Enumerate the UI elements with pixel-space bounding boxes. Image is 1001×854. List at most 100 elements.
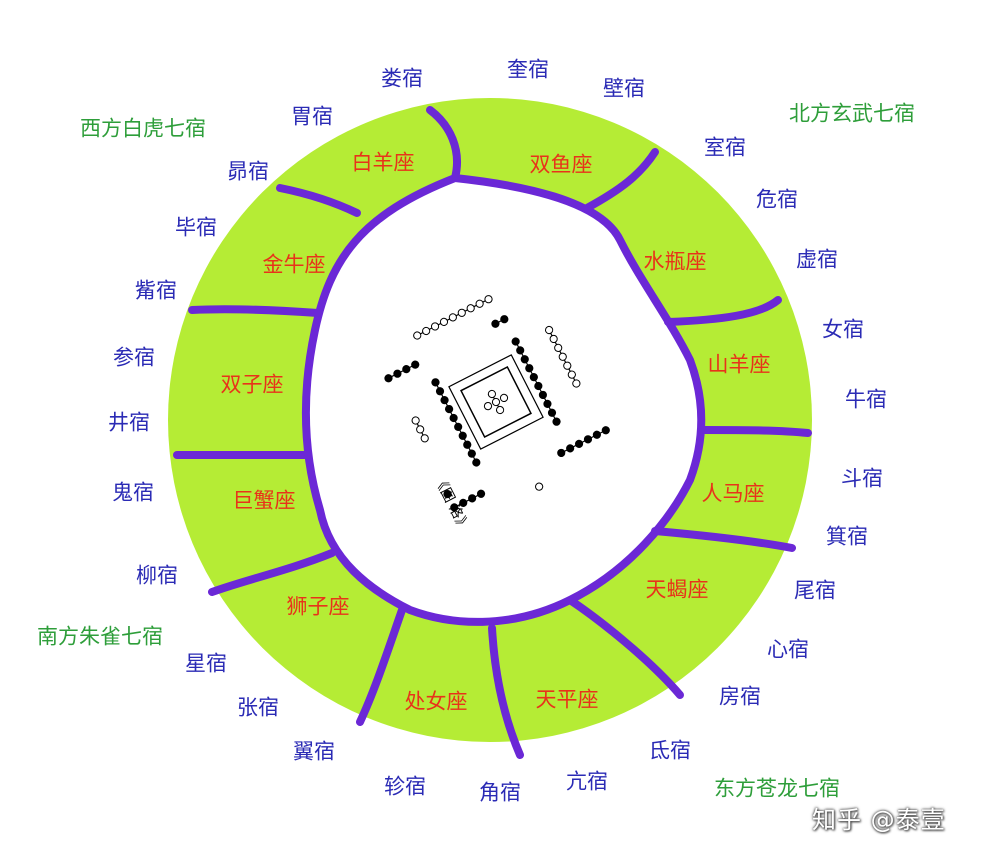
mansion-label: 房宿	[719, 684, 761, 709]
luoshu-dot	[384, 374, 393, 383]
luoshu-link	[388, 364, 416, 379]
luoshu-dot	[563, 361, 572, 370]
zodiac-label: 狮子座	[286, 594, 350, 619]
luoshu-dot	[454, 422, 463, 431]
boundary-line	[276, 184, 361, 217]
mansion-label: 女宿	[822, 317, 864, 342]
boundary-line	[188, 305, 322, 317]
luoshu-dot	[529, 373, 538, 382]
mansion-label: 毕宿	[175, 215, 217, 240]
luoshu-dot	[516, 346, 525, 355]
mansion-label: 危宿	[756, 187, 798, 212]
luoshu-dot	[511, 337, 520, 346]
mansion-label: 壁宿	[603, 76, 645, 101]
luoshu-dot	[411, 416, 420, 425]
luoshu-dot	[435, 387, 445, 396]
luoshu-dot	[574, 439, 584, 448]
luoshu-dot	[567, 370, 576, 379]
mansion-label: 心宿	[767, 637, 809, 662]
mansion-label: 氐宿	[649, 738, 691, 763]
luoshu-dot	[487, 389, 497, 399]
luoshu-dots	[384, 295, 610, 512]
mansion-label: 参宿	[113, 345, 155, 370]
luoshu-dot	[558, 352, 567, 361]
luoshu-link	[454, 493, 482, 508]
luoshu-dot	[450, 503, 459, 512]
luoshu-dot	[457, 308, 466, 317]
boundary-line	[651, 527, 796, 552]
zodiac-label: 水瓶座	[643, 249, 707, 274]
quadrant-south-label: 南方朱雀七宿	[37, 624, 163, 649]
luoshu-dot	[543, 399, 552, 408]
mansion-label: 室宿	[704, 135, 746, 160]
boundary-line	[208, 549, 336, 596]
boundary-line	[699, 426, 812, 437]
luoshu-dot	[547, 408, 557, 417]
zodiac-label: 金牛座	[262, 252, 326, 277]
luoshu-outer-box	[448, 354, 544, 450]
luoshu-dot	[411, 360, 420, 369]
luoshu-dot	[459, 498, 468, 507]
mansion-label: 箕宿	[826, 524, 868, 549]
luoshu-link	[434, 382, 477, 463]
mansion-label: 柳宿	[136, 563, 178, 588]
mansion-label: 星宿	[185, 651, 227, 676]
luoshu-dot	[554, 343, 563, 352]
luoshu-dot	[491, 319, 500, 328]
mansion-label: 斗宿	[841, 466, 883, 491]
boundary-line	[356, 606, 406, 726]
luoshu-dot	[545, 325, 554, 335]
zodiac-label: 白羊座	[351, 150, 415, 175]
quadrant-north-label: 北方玄武七宿	[789, 101, 915, 126]
inner-boundary	[301, 174, 706, 626]
luoshu-dot	[449, 413, 458, 423]
boundary-line	[664, 296, 782, 326]
mansion-label: 尾宿	[794, 578, 836, 603]
mansion-label: 角宿	[479, 780, 521, 805]
luoshu-dot	[431, 378, 440, 387]
luoshu-dot	[495, 405, 505, 415]
luoshu-dot	[583, 435, 593, 444]
luoshu-dot	[439, 317, 449, 326]
luoshu-dot	[458, 431, 467, 440]
luoshu-inner-box	[460, 366, 532, 438]
luoshu-dot	[566, 444, 575, 453]
zodiac-boundaries	[173, 106, 812, 759]
luoshu-dot	[535, 482, 544, 491]
luoshu-dot	[491, 397, 501, 407]
luoshu-dot	[466, 304, 475, 313]
boundary-line	[426, 106, 462, 182]
luoshu-dot	[420, 434, 429, 443]
luoshu-dot	[413, 331, 422, 340]
zodiac-label: 天蝎座	[645, 577, 709, 602]
mansion-label: 奎宿	[507, 57, 549, 82]
mansion-label: 牛宿	[845, 387, 887, 412]
mansion-label: 胃宿	[291, 104, 333, 129]
luoshu-dot	[468, 494, 477, 503]
mansion-label: 轸宿	[384, 774, 426, 799]
luoshu-dot	[534, 381, 543, 391]
luoshu-dot	[463, 440, 472, 449]
mansion-label: 觜宿	[135, 278, 177, 303]
luoshu-dot	[552, 417, 561, 426]
luoshu-dot	[572, 379, 581, 388]
luoshu-dot	[444, 404, 454, 414]
zodiac-label: 双鱼座	[529, 152, 593, 177]
luoshu-dot	[484, 295, 493, 304]
luoshu-dot	[592, 430, 601, 439]
luoshu-dot	[440, 396, 449, 405]
boundary-line	[488, 624, 524, 759]
luoshu-dot	[549, 334, 558, 344]
mansion-label: 虚宿	[796, 247, 838, 272]
luoshu-dot	[483, 401, 493, 411]
luoshu-dot	[557, 448, 566, 458]
mansion-label: 翼宿	[293, 739, 335, 764]
zodiac-label: 处女座	[404, 689, 468, 714]
zodiac-label: 巨蟹座	[232, 488, 296, 513]
boundary-line	[583, 148, 659, 212]
quadrant-west-label: 西方白虎七宿	[80, 116, 206, 141]
luoshu-dot	[467, 449, 476, 458]
luoshu-dot	[443, 489, 452, 499]
luoshu-dot	[601, 426, 610, 435]
